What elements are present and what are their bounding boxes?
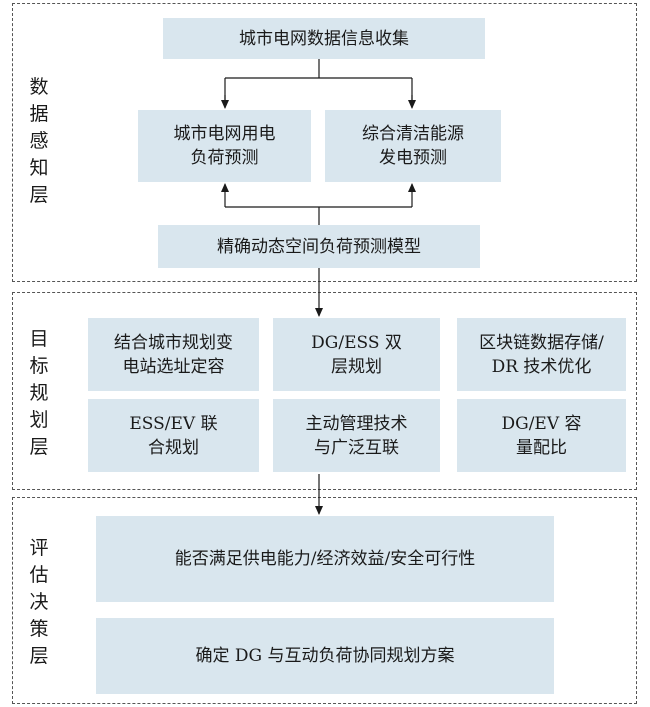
box-planning-item-line: ESS/EV 联 <box>129 413 218 434</box>
box-clean-energy-forecast-line2: 发电预测 <box>379 148 447 168</box>
arrow-collect-to-forecasts <box>224 59 413 107</box>
box-planning-dg-ev-capacity: DG/EV 容 量配比 <box>457 399 626 472</box>
box-load-forecast-line2: 负荷预测 <box>190 148 259 168</box>
layer-label-data-perception: 数据感知层 <box>29 76 49 206</box>
box-planning-ess-ev-joint: ESS/EV 联 合规划 <box>88 399 259 472</box>
box-planning-blockchain-dr: 区块链数据存储/ DR 技术优化 <box>457 318 626 391</box>
box-load-forecast: 城市电网用电 负荷预测 <box>138 110 311 182</box>
box-planning-item-line: 合规划 <box>147 437 199 458</box>
box-planning-item-line: DG/EV 容 <box>501 413 582 434</box>
box-evaluation-feasibility: 能否满足供电能力/经济效益/安全可行性 <box>96 516 554 602</box>
box-dynamic-load-model: 精确动态空间负荷预测模型 <box>158 225 480 268</box>
box-data-collection-text: 城市电网数据信息收集 <box>239 28 409 49</box>
box-load-forecast-line1: 城市电网用电 <box>173 124 276 144</box>
layer-evaluation-decision <box>12 497 637 704</box>
box-planning-item-line: 结合城市规划变 <box>114 332 233 353</box>
box-planning-item-line: 电站选址定容 <box>122 356 225 377</box>
box-data-collection: 城市电网数据信息收集 <box>163 18 485 59</box>
box-planning-active-management: 主动管理技术 与广泛互联 <box>273 399 440 472</box>
layer-label-target-planning: 目标规划层 <box>29 328 49 458</box>
box-planning-item-line: 与广泛互联 <box>314 437 399 458</box>
box-clean-energy-forecast: 综合清洁能源 发电预测 <box>325 110 501 182</box>
box-planning-item-line: DR 技术优化 <box>491 356 592 377</box>
box-evaluation-feasibility-text: 能否满足供电能力/经济效益/安全可行性 <box>174 549 476 569</box>
box-planning-item-line: DG/ESS 双 <box>311 332 402 353</box>
arrow-forecasts-to-model <box>225 206 412 225</box>
box-dynamic-load-model-text: 精确动态空间负荷预测模型 <box>217 236 421 257</box>
box-evaluation-coordinated-plan-text: 确定 DG 与互动负荷协同规划方案 <box>195 646 455 666</box>
layer-data-perception <box>12 3 637 282</box>
layer-label-evaluation-decision: 评估决策层 <box>29 537 49 667</box>
box-evaluation-coordinated-plan: 确定 DG 与互动负荷协同规划方案 <box>96 618 554 694</box>
box-planning-dg-ess-bilevel: DG/ESS 双 层规划 <box>273 318 440 391</box>
box-clean-energy-forecast-line1: 综合清洁能源 <box>362 124 464 144</box>
box-planning-item-line: 区块链数据存储/ <box>479 332 604 353</box>
box-planning-item-line: 量配比 <box>516 437 567 458</box>
box-planning-item-line: 层规划 <box>331 356 382 377</box>
layer-target-planning <box>12 292 637 490</box>
box-planning-item-line: 主动管理技术 <box>305 413 408 434</box>
box-planning-substation-siting: 结合城市规划变 电站选址定容 <box>88 318 259 391</box>
